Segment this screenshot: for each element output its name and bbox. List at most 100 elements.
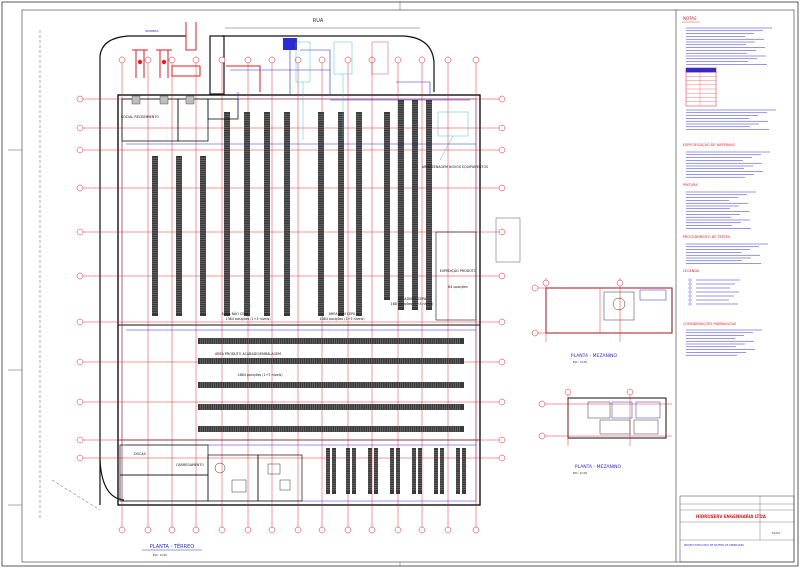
building-outline [117,94,481,506]
grid-bubble-bottom [444,526,452,534]
rack-vertical [398,100,404,310]
rack-body [418,448,422,494]
mezzanine-plan-1 [531,278,673,342]
grid-bubble-bottom [144,526,152,534]
label-area-produto-positions: 2884 posições (1+3 níveis) [237,373,282,377]
rack-vertical [152,156,158,316]
label-area-sem-cepa-positions: 1064 posições (1+3 níveis) [319,317,364,321]
rack-pair-b [332,448,336,494]
grid-bubble-left [76,146,84,154]
grid-bubble-left [76,95,84,103]
rack-body [368,448,372,494]
rack-pair-a [434,448,438,494]
grid-bubble-bottom [418,526,426,534]
grid-bubble-top [144,56,152,64]
grid-bubble-bottom [168,526,176,534]
title-block [679,495,795,563]
rack-vertical [244,112,250,316]
rack-body [326,448,330,494]
rack-body [244,112,250,316]
legend-symbol [688,290,692,294]
rack-pair-b [396,448,400,494]
label-armazenagem: ARMAZENAGEM NOVOS EQUIPAMENTOS [422,165,488,169]
hidraulicas-title: CONSIDERAÇÕES HIDRÁULICAS [683,321,736,326]
pump-assembly [132,22,261,92]
rack-vertical [356,112,362,316]
rack-pair-b [418,448,422,494]
label-carregamento: CARREGAMENTO [176,463,204,467]
grid-bubble-left [76,184,84,192]
pump-markers [137,59,167,65]
grid-bubble-bottom [318,526,326,534]
rack-body [398,100,404,310]
grid-bubble-left [76,454,84,462]
rack-body [426,100,432,310]
annotation-leaders [302,74,454,161]
bottom-room-fixtures [214,462,291,493]
rack-body [200,156,206,316]
rack-body [198,358,464,364]
rack-horizontal [198,358,464,364]
rack-vertical [412,100,418,310]
legend-symbol [688,302,692,306]
pintura-text-lines [686,191,756,229]
site-boundary [39,30,101,520]
rack-horizontal [198,338,464,344]
grid-bubble-top [218,56,226,64]
legend-symbol [688,278,692,282]
rack-body [440,448,444,494]
ground-plan-title: PLANTA - TÉRREO [150,542,194,550]
rack-body [198,382,464,388]
grid-bubble-left [76,436,84,444]
label-docas: DOCAS [134,452,146,456]
rack-vertical [176,156,182,316]
title-block-sheet: 01/01 [772,531,781,535]
grid-bubble-top [244,56,252,64]
rack-vertical [318,112,324,316]
notes-title: NOTAS [683,16,697,21]
grid-bubble-right [498,124,506,132]
rack-body [198,338,464,344]
rack-body [198,426,464,432]
tank-blocks [131,95,195,105]
grid-bubble-bottom [344,526,352,534]
lower-storage-racks [198,338,464,432]
mezzanine-plan-2 [538,388,672,446]
rack-body [412,448,416,494]
label-geladeira-positions: 168 posições (1+3 níveis) [391,302,434,306]
upper-storage-racks [152,100,432,316]
materials-title: ESPECIFICAÇÃO DE MATERIAIS [683,142,735,147]
rack-body [318,112,324,316]
mezzanine-2-title: PLANTA - MEZANINO [575,464,622,470]
rack-body [338,112,344,316]
label-geladeira-cepa: GELADEIRA CEPA [398,297,427,301]
rack-body [356,112,362,316]
rack-body [284,112,290,316]
legend-symbol [688,282,692,286]
rack-body [384,112,390,300]
grid-bubble-right [498,436,506,444]
rack-pair-a [390,448,394,494]
rack-body [346,448,350,494]
rack-pair-a [368,448,372,494]
grid-bubble-right [498,184,506,192]
detail-note-box [495,217,521,263]
grid-bubble-top [344,56,352,64]
rack-body [352,448,356,494]
grid-bubble-bottom [218,526,226,534]
bottom-right-racks [326,448,466,494]
rack-pair-a [346,448,350,494]
rack-vertical [338,112,344,316]
label-expedicao: EXPEDIÇÃO PRODUTO [440,268,477,273]
mezzanine-1-title: PLANTA - MEZANINO [571,353,618,359]
grid-bubble-left [76,228,84,236]
rack-horizontal [198,404,464,410]
notes-table [685,67,717,107]
rack-body [264,112,270,316]
rack-vertical [384,112,390,300]
table-header [685,67,717,73]
grid-bubble-bottom [268,526,276,534]
grid-bubble-bottom [368,526,376,534]
grid-bubble-top [192,56,200,64]
pintura-title: PINTURA [683,183,698,187]
